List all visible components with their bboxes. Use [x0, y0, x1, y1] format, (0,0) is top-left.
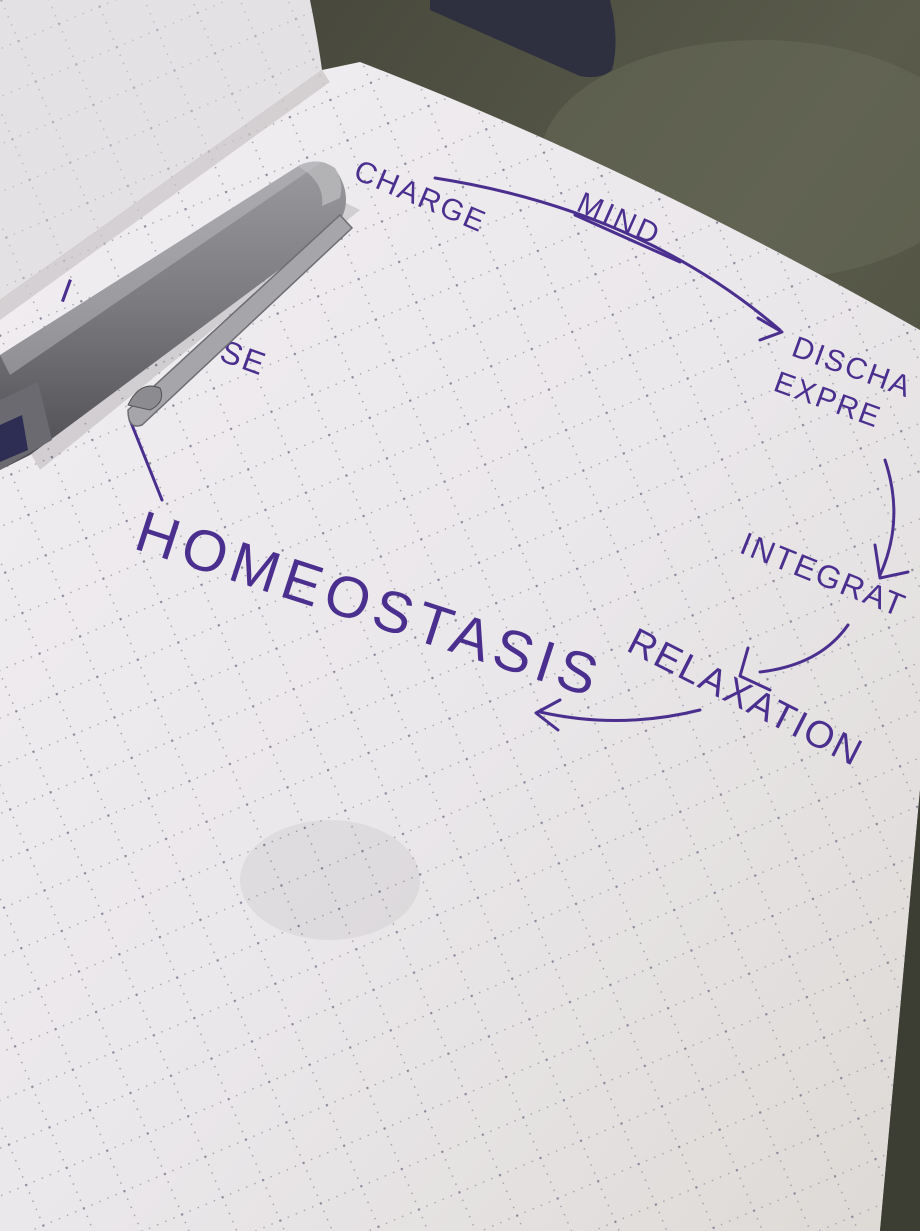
pen-clip — [127, 213, 354, 427]
arrow-discharge-to-integrate — [878, 458, 896, 577]
mind-underline — [573, 213, 682, 264]
diagram-arrows — [128, 176, 910, 732]
dark-device — [430, 0, 616, 78]
arrow-relaxation-to-homeostasis — [538, 708, 702, 723]
arrow-integrate-to-relaxation — [758, 623, 850, 674]
arrow-charge-to-discharge — [433, 176, 782, 332]
pen — [0, 161, 360, 470]
page-edge — [880, 790, 920, 1231]
pen-cap-tip — [298, 161, 342, 206]
arrow-homeostasis-to-impulse — [128, 418, 164, 502]
pen-clip-end — [127, 385, 163, 411]
pen-body — [0, 161, 346, 470]
